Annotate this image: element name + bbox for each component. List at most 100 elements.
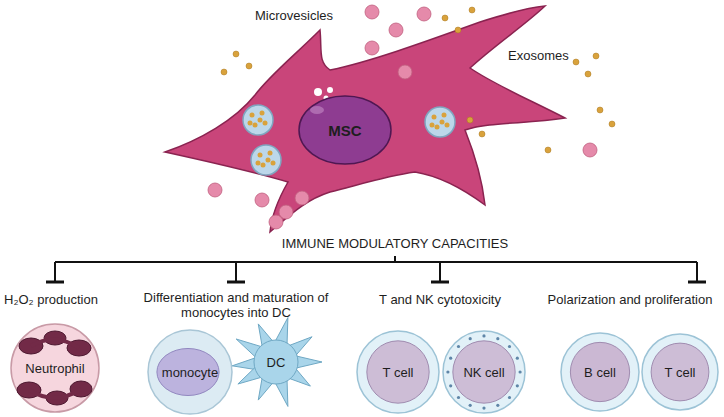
microvesicle (208, 183, 222, 197)
granule (449, 384, 452, 387)
immune-cell: Neutrophil (9, 322, 101, 414)
vesicle-label: Exosomes (508, 48, 569, 63)
cell-nucleus (367, 341, 429, 403)
intraluminal-vesicle (258, 118, 263, 123)
cell-drawing (11, 324, 99, 412)
exosome (467, 117, 473, 123)
intraluminal-vesicle (253, 123, 258, 128)
dc-body (254, 340, 298, 384)
cell-drawing (148, 330, 232, 414)
immune-cell: NK cell (441, 329, 527, 415)
intraluminal-vesicle (445, 123, 450, 128)
cell-nucleus (453, 341, 515, 403)
vesicle-label: Microvesicles (255, 8, 333, 23)
intraluminal-vesicle (432, 115, 437, 120)
immune-cell: T cell (355, 329, 441, 415)
bracket-title: IMMUNE MODULATORY CAPACITIES (282, 236, 508, 251)
intraluminal-vesicle (440, 120, 445, 125)
granule (508, 396, 511, 399)
effect-label: H₂O₂ production (4, 292, 98, 307)
inhibition-stem (235, 262, 237, 282)
secretory-dot (327, 87, 333, 93)
bracket-tick (394, 256, 396, 262)
inhibition-bar (688, 281, 706, 284)
granule (482, 334, 485, 337)
granule (457, 396, 460, 399)
microvesicle (583, 143, 597, 157)
inhibition-bracket (46, 256, 706, 282)
cell-membrane (443, 331, 525, 413)
cell-drawing (299, 96, 391, 164)
exosome (442, 15, 448, 21)
mvb-membrane (251, 145, 281, 175)
cell-membrane (11, 324, 99, 412)
granule (457, 345, 460, 348)
inhibition-bar (46, 281, 64, 284)
cell-drawing (232, 318, 322, 407)
microvesicle (365, 5, 379, 19)
intraluminal-vesicle (266, 158, 271, 163)
granule (469, 337, 472, 340)
intraluminal-vesicle (435, 125, 440, 130)
granule (496, 404, 499, 407)
granule (516, 384, 519, 387)
mvb-membrane (425, 107, 455, 137)
microvesicle (365, 41, 379, 55)
cell-label: monocyte (162, 365, 218, 380)
multivesicular-body (251, 145, 281, 175)
exosome (545, 147, 551, 153)
microvesicle (389, 23, 403, 37)
cell-drawing (642, 334, 718, 410)
immune-cell: T cell (640, 332, 720, 412)
inhibition-stem (54, 262, 56, 282)
inhibition-bar (227, 281, 245, 284)
cell-membrane (561, 333, 639, 411)
exosome (593, 53, 599, 59)
intraluminal-vesicle (250, 113, 255, 118)
inhibition-stem (696, 262, 698, 282)
cell-drawing (357, 331, 439, 413)
cell-nucleus (157, 348, 219, 395)
cell-label: B cell (584, 365, 616, 380)
intraluminal-vesicle (261, 163, 266, 168)
intraluminal-vesicle (430, 123, 435, 128)
granule (508, 345, 511, 348)
mvb-membrane (243, 105, 273, 135)
granule (446, 370, 449, 373)
granule (449, 357, 452, 360)
intraluminal-vesicle (442, 113, 447, 118)
cell-drawing (561, 333, 639, 411)
exosome (469, 7, 475, 13)
effect-label: T and NK cytotoxicity (379, 292, 501, 307)
exosome (597, 107, 603, 113)
intraluminal-vesicle (268, 151, 273, 156)
cell-label: T cell (665, 365, 696, 380)
exosome (233, 51, 239, 57)
intraluminal-vesicle (258, 153, 263, 158)
nucleus-shine (310, 106, 324, 114)
cell-membrane (642, 334, 718, 410)
immune-cell: B cell (559, 331, 641, 413)
microvesicle (398, 65, 412, 79)
effect-label: Differentiation and maturation of monocy… (131, 290, 341, 320)
cell-drawing (443, 331, 525, 413)
cell-label: Neutrophil (25, 361, 84, 376)
inhibition-bar (431, 281, 449, 284)
exosome (455, 27, 461, 33)
granule (496, 337, 499, 340)
cell-membrane (357, 331, 439, 413)
granule (482, 406, 485, 409)
cell-label: T cell (383, 365, 414, 380)
bracket-line (55, 261, 697, 263)
multivesicular-body (425, 107, 455, 137)
microvesicle (255, 193, 269, 207)
effect-label: Polarization and proliferation (548, 292, 713, 307)
nucleus-shape (299, 96, 391, 164)
intraluminal-vesicle (271, 161, 276, 166)
intraluminal-vesicle (260, 111, 265, 116)
cell-name: MSC (328, 123, 361, 138)
cell-label: DC (267, 355, 286, 370)
cell-nucleus (651, 343, 709, 401)
cell-nucleus (570, 342, 629, 401)
intraluminal-vesicle (256, 161, 261, 166)
